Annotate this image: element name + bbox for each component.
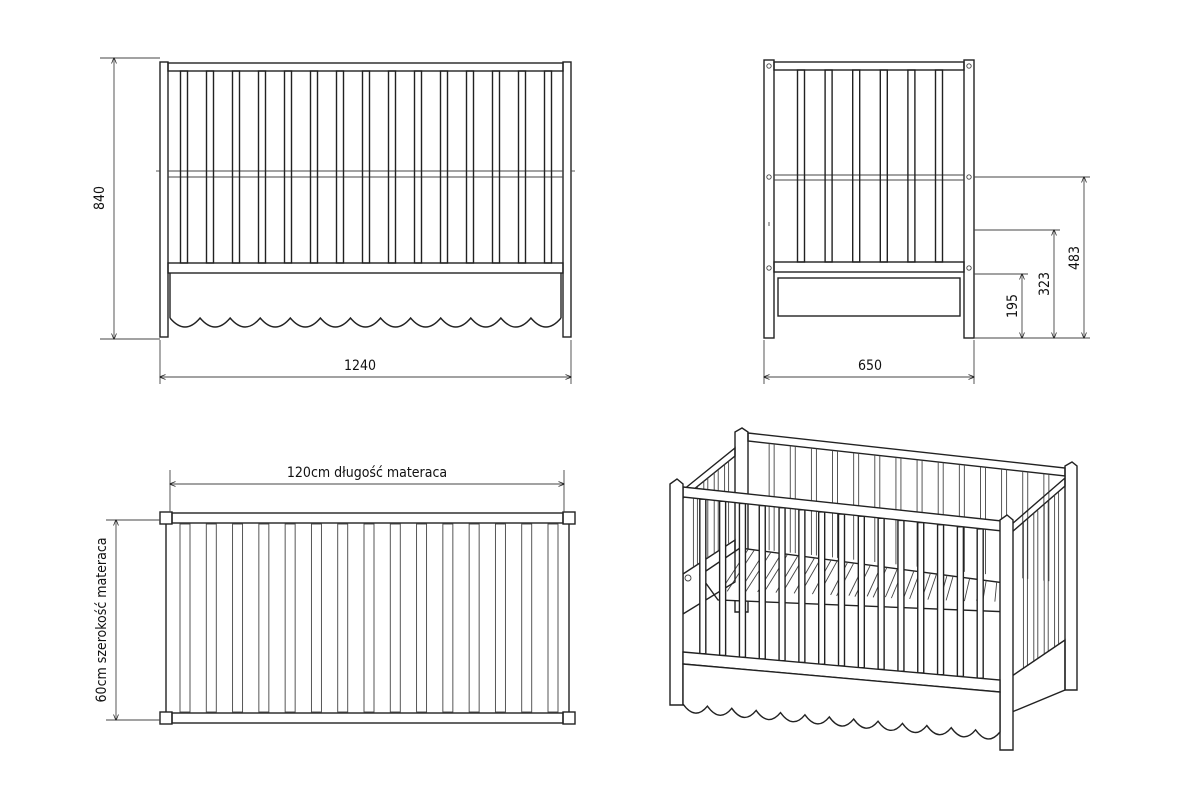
side-drawer [777, 277, 961, 317]
front-slat [543, 70, 553, 264]
side-slat [852, 69, 861, 263]
front-slat [491, 70, 501, 264]
top-view-slat [232, 523, 244, 713]
mattress-width-label: 60cm szerokość materaca [94, 538, 110, 703]
perspective-front-slat [718, 500, 727, 657]
front-left-post [669, 478, 684, 706]
top-view-slat [547, 523, 559, 713]
front-height-label: 840 [92, 186, 108, 210]
side-slats [796, 69, 944, 263]
perspective-front-slat [738, 502, 747, 658]
top-view-bottom-rail [171, 712, 564, 724]
side-right-post [963, 59, 975, 339]
side-bottom-rail [773, 261, 965, 273]
perspective-front-slat [897, 519, 905, 672]
side-slat [879, 69, 888, 263]
side-left-post [763, 59, 775, 339]
right-top-rail [1011, 476, 1066, 534]
top-corner-tr [562, 511, 576, 525]
front-slat [283, 70, 293, 264]
top-view-slat [310, 523, 322, 713]
front-slat [465, 70, 475, 264]
front-slat [517, 70, 527, 264]
front-slat [205, 70, 215, 264]
top-view-slat [179, 523, 191, 713]
top-view-slat [521, 523, 533, 713]
perspective-front-slat [837, 513, 846, 667]
top-view-slat [363, 523, 375, 713]
front-right-post [999, 514, 1014, 751]
front-width-dimension: 1240 [160, 340, 571, 384]
top-view-slat [284, 523, 296, 713]
front-slat [309, 70, 319, 264]
base-slat [903, 570, 915, 599]
side-slat [934, 69, 944, 263]
side-slat [796, 69, 806, 263]
right-post [562, 61, 572, 338]
front-slat [439, 70, 449, 264]
front-slat [257, 70, 267, 264]
side-height-323-label: 323 [1037, 272, 1053, 296]
perspective-front-slat [798, 509, 806, 664]
side-width-dimension: 650 [764, 340, 974, 384]
top-view-slat [337, 523, 349, 713]
base-slat [884, 568, 898, 598]
bottom-rail [167, 262, 564, 274]
front-slat [387, 70, 397, 264]
perspective-front-slat [976, 528, 984, 679]
top-rail [167, 62, 564, 72]
side-slat [907, 69, 916, 263]
top-view-slats [179, 523, 559, 713]
top-corner-tl [159, 511, 173, 525]
top-view-slat [258, 523, 270, 713]
right-drawer-side [1011, 638, 1066, 714]
perspective-front-slat [857, 515, 866, 669]
back-top-rail [747, 432, 1066, 477]
side-height-dimensions: 195 323 483 [974, 177, 1090, 338]
front-slats [179, 70, 553, 264]
top-view-slat [442, 523, 454, 713]
side-view [763, 59, 975, 339]
perspective-front-slat [917, 521, 925, 674]
top-view-slat [468, 523, 480, 713]
side-top-rail [773, 61, 965, 71]
perspective-front-slat [956, 526, 965, 678]
mattress-length-dimension: 120cm długość materaca [170, 465, 564, 512]
perspective-front-slat [817, 511, 826, 665]
front-view [156, 61, 575, 338]
side-height-483-label: 483 [1067, 246, 1083, 270]
front-height-dimension: 840 [92, 58, 160, 339]
front-slat [231, 70, 241, 264]
front-drawer-scallop [169, 316, 562, 328]
back-right-post [1064, 461, 1078, 691]
perspective-view [669, 427, 1078, 751]
perspective-front-slat [936, 523, 945, 676]
front-slat [335, 70, 345, 264]
mattress-width-dimension: 60cm szerokość materaca [94, 520, 160, 720]
left-post [159, 61, 169, 338]
side-width-label: 650 [858, 358, 882, 374]
top-view-slat [416, 523, 428, 713]
side-height-195-label: 195 [1005, 294, 1021, 318]
perspective-front-slat [758, 504, 766, 660]
side-slat [824, 69, 833, 263]
perspective-drawer-front [682, 663, 1001, 740]
front-slat [179, 70, 189, 264]
top-view-top-rail [171, 512, 564, 524]
top-view-slat [389, 523, 401, 713]
front-slat [413, 70, 423, 264]
base-slat [994, 581, 998, 602]
front-slat [361, 70, 371, 264]
mattress-length-label: 120cm długość materaca [287, 465, 447, 481]
perspective-front-slat [877, 517, 885, 671]
top-corner-bl [159, 711, 173, 725]
perspective-front-slat [699, 498, 707, 655]
top-view-slat [494, 523, 506, 713]
top-view-slat [205, 523, 217, 713]
front-width-label: 1240 [344, 358, 376, 374]
top-corner-br [562, 711, 576, 725]
top-view [159, 511, 576, 725]
perspective-front-slat [778, 506, 786, 662]
